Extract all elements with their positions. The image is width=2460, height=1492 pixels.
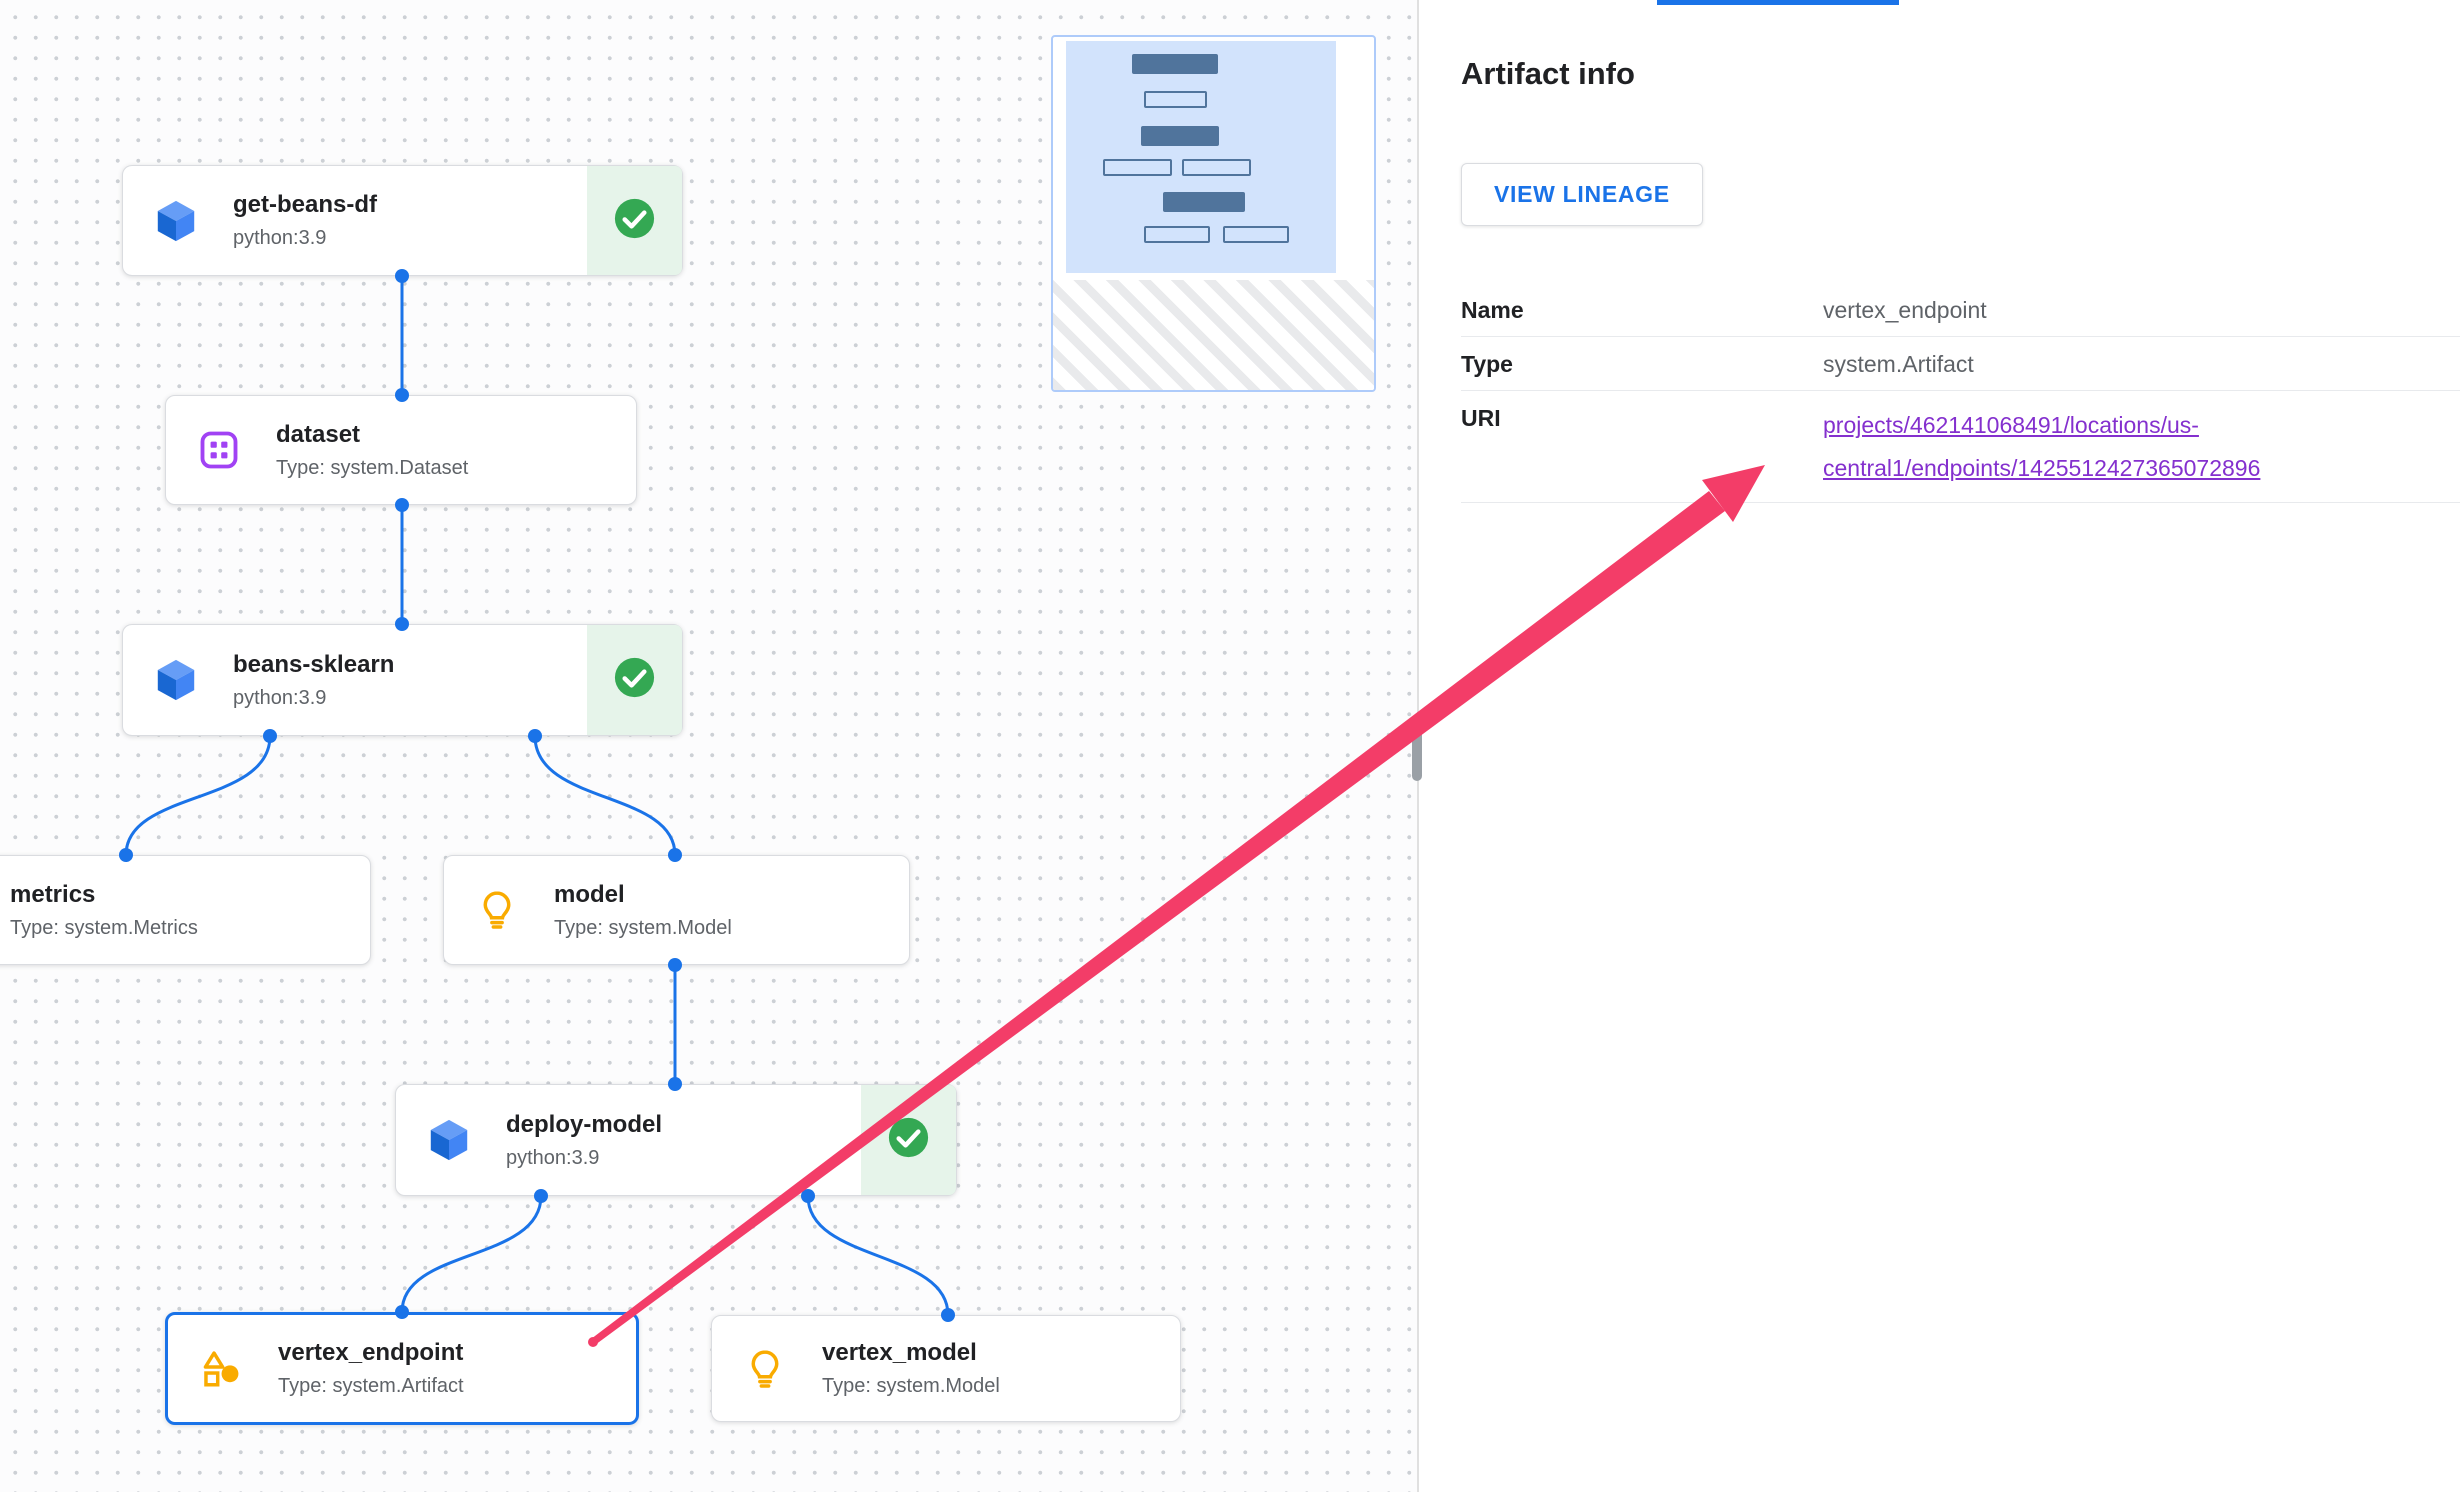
- minimap-node: [1144, 91, 1207, 108]
- node-dataset[interactable]: dataset Type: system.Dataset: [165, 395, 637, 505]
- component-cube-icon: [426, 1117, 472, 1163]
- success-check-icon: [885, 1114, 932, 1166]
- info-value: vertex_endpoint: [1823, 297, 1987, 323]
- success-check-icon: [611, 195, 658, 247]
- artifact-info-panel: Artifact info VIEW LINEAGE Name vertex_e…: [1419, 0, 2460, 1492]
- pipeline-canvas[interactable]: get-beans-df python:3.9: [0, 0, 1417, 1492]
- node-subtitle: Type: system.Artifact: [278, 1375, 464, 1397]
- minimap-node: [1144, 226, 1210, 243]
- minimap-viewport[interactable]: [1066, 41, 1336, 273]
- minimap-node: [1223, 226, 1289, 243]
- minimap-node: [1132, 54, 1218, 74]
- node-subtitle: Type: system.Model: [822, 1375, 1000, 1397]
- model-lightbulb-icon: [742, 1346, 788, 1392]
- node-subtitle: python:3.9: [233, 227, 327, 249]
- node-subtitle: Type: system.Model: [554, 916, 732, 939]
- minimap-node: [1141, 126, 1219, 146]
- artifact-info-table: Name vertex_endpoint Type system.Artifac…: [1461, 283, 2460, 503]
- node-model[interactable]: model Type: system.Model: [443, 855, 910, 965]
- component-cube-icon: [153, 198, 199, 244]
- node-title: get-beans-df: [233, 191, 377, 218]
- node-subtitle: Type: system.Metrics: [10, 916, 198, 939]
- dataset-icon: [196, 427, 242, 473]
- node-title: metrics: [10, 880, 96, 908]
- node-title: beans-sklearn: [233, 650, 395, 678]
- status-success-section: [587, 625, 682, 735]
- node-title: vertex_model: [822, 1339, 977, 1366]
- info-row-type: Type system.Artifact: [1461, 337, 2460, 391]
- model-lightbulb-icon: [474, 887, 520, 933]
- node-title: dataset: [276, 420, 361, 448]
- success-check-icon: [611, 654, 658, 706]
- canvas-scrollbar-handle[interactable]: [1412, 719, 1422, 781]
- minimap-node: [1182, 159, 1251, 176]
- minimap-node: [1103, 159, 1172, 176]
- info-value: system.Artifact: [1823, 351, 1974, 377]
- minimap-node: [1163, 192, 1245, 212]
- node-metrics[interactable]: metrics Type: system.Metrics: [0, 855, 371, 965]
- artifact-icon: [198, 1346, 244, 1392]
- node-get-beans-df[interactable]: get-beans-df python:3.9: [122, 165, 683, 276]
- uri-link-line2: central1/endpoints/1425512427365072896: [1823, 455, 2261, 481]
- info-row-uri: URI projects/462141068491/locations/us- …: [1461, 391, 2460, 503]
- info-label: URI: [1461, 405, 1501, 431]
- view-lineage-button[interactable]: VIEW LINEAGE: [1461, 163, 1703, 226]
- node-subtitle: python:3.9: [506, 1146, 600, 1169]
- info-label: Name: [1461, 297, 1524, 323]
- component-cube-icon: [153, 657, 199, 703]
- status-success-section: [861, 1085, 956, 1195]
- minimap-out-of-bounds-hatch: [1053, 280, 1374, 390]
- node-beans-sklearn[interactable]: beans-sklearn python:3.9: [122, 624, 683, 736]
- node-subtitle: python:3.9: [233, 686, 327, 709]
- node-title: vertex_endpoint: [278, 1339, 464, 1366]
- node-title: model: [554, 880, 625, 908]
- uri-link[interactable]: projects/462141068491/locations/us- cent…: [1823, 404, 2260, 490]
- uri-link-line1: projects/462141068491/locations/us-: [1823, 412, 2199, 438]
- minimap[interactable]: [1051, 35, 1376, 392]
- node-vertex-model[interactable]: vertex_model Type: system.Model: [711, 1315, 1181, 1422]
- node-title: deploy-model: [506, 1110, 663, 1138]
- panel-title: Artifact info: [1461, 56, 1635, 91]
- node-deploy-model[interactable]: deploy-model python:3.9: [395, 1084, 957, 1196]
- status-success-section: [587, 166, 682, 275]
- info-label: Type: [1461, 351, 1513, 377]
- info-row-name: Name vertex_endpoint: [1461, 283, 2460, 337]
- active-tab-indicator: [1657, 0, 1899, 5]
- node-subtitle: Type: system.Dataset: [276, 456, 469, 479]
- node-vertex-endpoint[interactable]: vertex_endpoint Type: system.Artifact: [165, 1312, 639, 1425]
